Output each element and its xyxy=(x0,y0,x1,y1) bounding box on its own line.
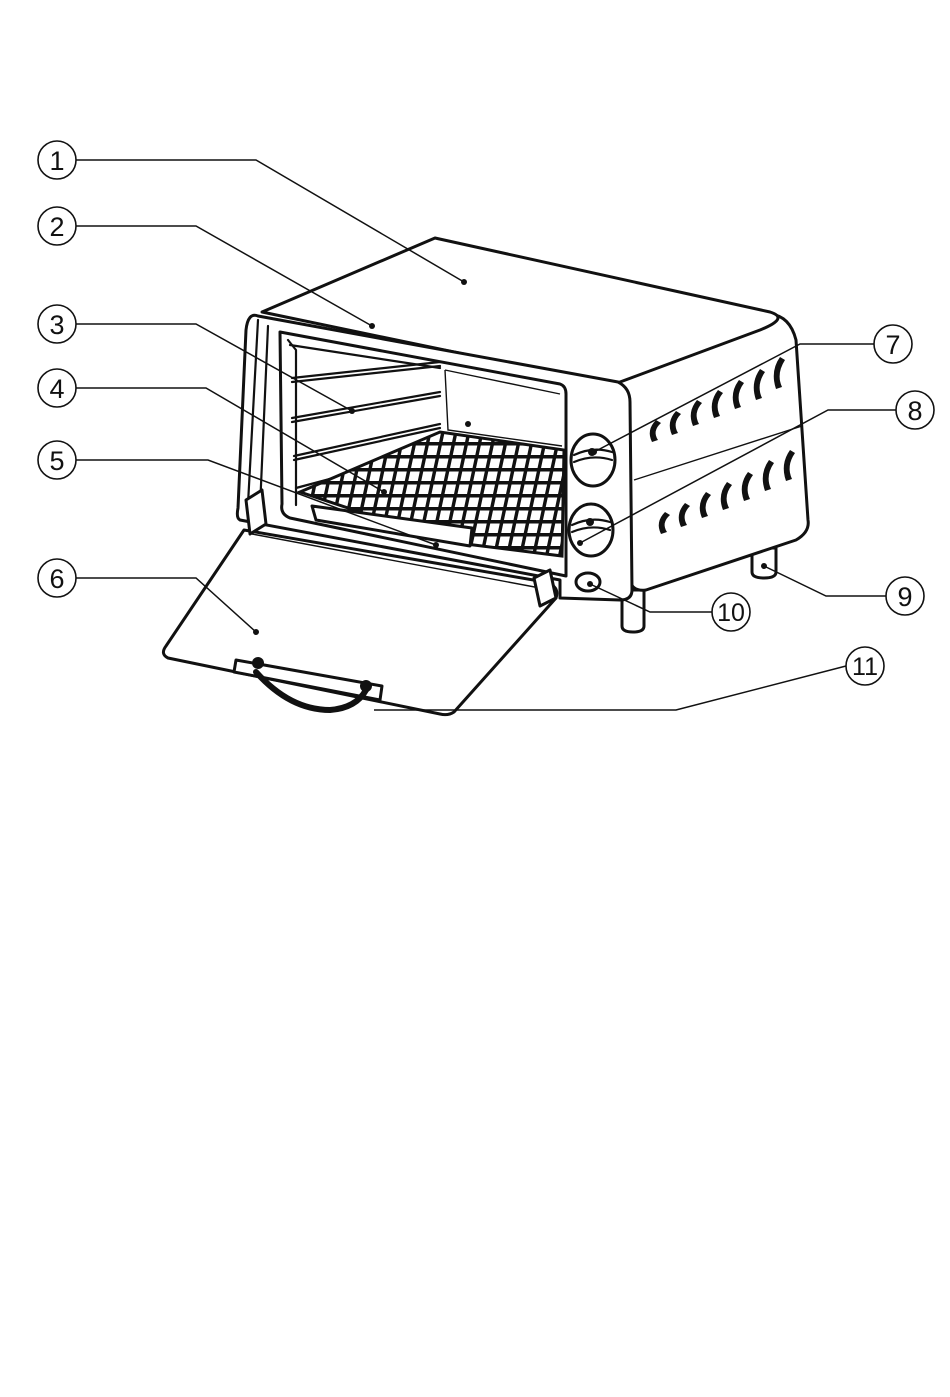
callout-2-label: 2 xyxy=(49,212,64,242)
callout-6: 6 xyxy=(38,559,76,597)
callout-7-label: 7 xyxy=(885,330,900,360)
callout-4: 4 xyxy=(38,369,76,407)
callout-5-label: 5 xyxy=(49,446,64,476)
callout-6-label: 6 xyxy=(49,564,64,594)
leader-9 xyxy=(764,566,886,596)
callout-3-label: 3 xyxy=(49,310,64,340)
callout-8-label: 8 xyxy=(907,396,922,426)
callout-3: 3 xyxy=(38,305,76,343)
callout-10-label: 10 xyxy=(717,599,745,627)
callout-11-label: 11 xyxy=(852,653,878,681)
temperature-knob xyxy=(569,504,613,556)
callout-11: 11 xyxy=(846,647,884,685)
oven-illustration xyxy=(163,238,808,715)
callout-8: 8 xyxy=(896,391,934,429)
callout-1-label: 1 xyxy=(49,146,64,176)
callout-9: 9 xyxy=(886,577,924,615)
callout-7: 7 xyxy=(874,325,912,363)
callout-5: 5 xyxy=(38,441,76,479)
callout-10: 10 xyxy=(712,593,750,631)
timer-knob xyxy=(571,434,615,486)
callout-2: 2 xyxy=(38,207,76,245)
callout-4-label: 4 xyxy=(49,374,64,404)
callout-1: 1 xyxy=(38,141,76,179)
callout-9-label: 9 xyxy=(897,582,912,612)
